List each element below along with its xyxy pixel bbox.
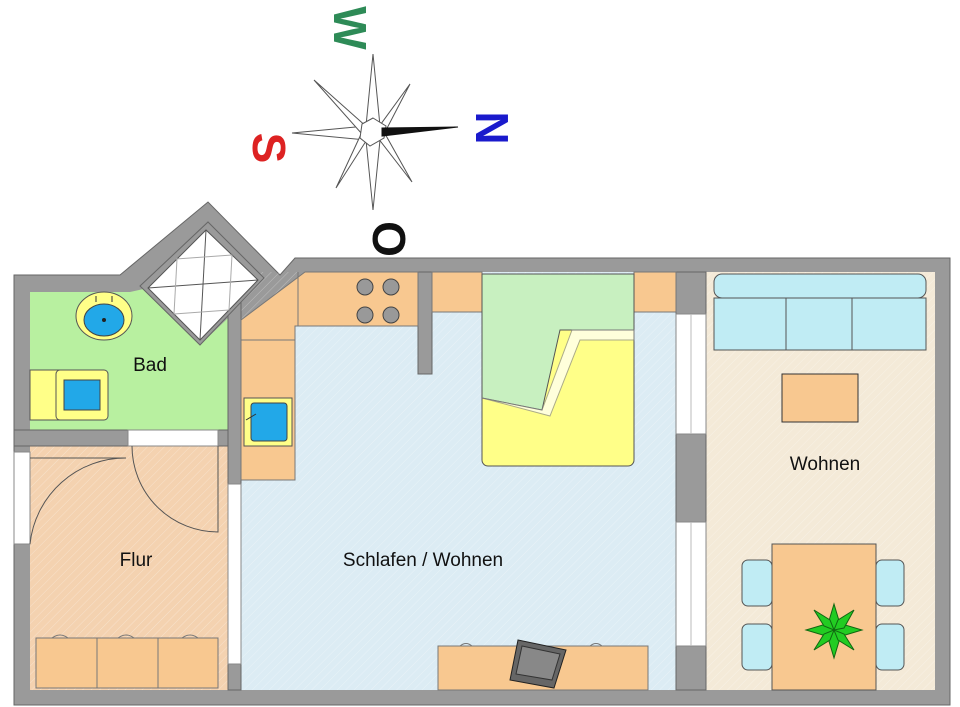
compass-star-icon [291,53,459,211]
entrance-opening [13,451,31,545]
compass-rose: W N S O [243,6,518,257]
wardrobe-icon [35,634,219,689]
kitchen-sink-icon [243,397,293,447]
room-label-schlafen-wohnen: Schlafen / Wohnen [343,550,503,571]
compass-west-label: W [324,6,376,50]
room-label-bad: Bad [133,355,167,376]
entrance-door-swing [29,457,127,545]
openings [13,313,707,665]
plant-icon [804,602,864,660]
kitchen-counter [240,271,677,481]
room-label-wohnen: Wohnen [790,454,860,475]
bed-icon [481,273,635,467]
bad-door-opening [127,429,219,447]
stove-icon [356,278,400,324]
bathroom-fixtures: Bad [29,229,259,421]
wall-kitchen-stub [417,271,433,375]
compass-south-label: S [243,133,295,164]
bad-door-swing [131,445,219,533]
room-label-flur: Flur [120,550,153,571]
hallway-fixtures: Flur [29,445,219,689]
toilet-icon [29,369,109,421]
compass-east-label: O [363,221,415,257]
sofa-icon [713,273,927,351]
compass-north-label: N [466,111,518,144]
coffee-table-icon [781,373,859,423]
flur-door-opening [227,483,242,665]
office-chair-icon [509,639,567,689]
washbasin-icon [75,291,133,341]
counter-side-right-2 [633,271,677,313]
counter-side-right [431,271,483,313]
